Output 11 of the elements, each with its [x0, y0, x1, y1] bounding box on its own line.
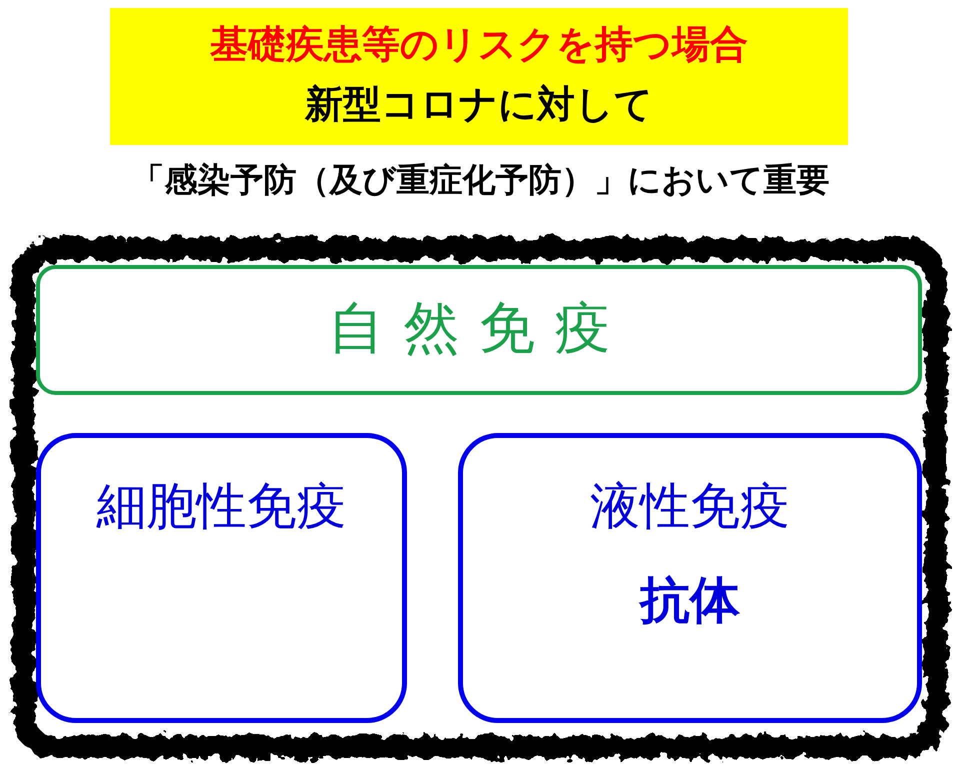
- subtitle-text: 「感染予防（及び重症化予防）」において重要: [132, 160, 830, 200]
- box-text: 抗体: [640, 570, 740, 630]
- box-heading: 液性免疫: [590, 476, 790, 536]
- category-box: [458, 433, 922, 723]
- title-text: 基礎疾患等のリスクを持つ場合: [210, 22, 748, 68]
- box-heading: 自然免疫: [328, 295, 630, 362]
- category-box: [36, 433, 407, 723]
- title-text: 新型コロナに対して: [305, 82, 653, 128]
- title-banner: [110, 8, 848, 145]
- box-heading: 細胞性免疫: [96, 476, 346, 536]
- category-box: [36, 265, 922, 395]
